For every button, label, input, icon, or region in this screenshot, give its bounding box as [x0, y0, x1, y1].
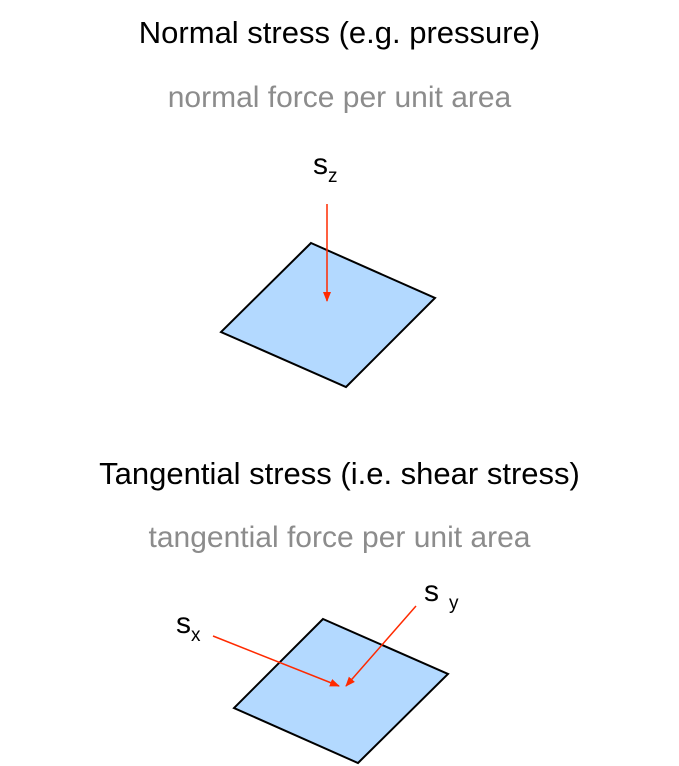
- normal-stress-title: Normal stress (e.g. pressure): [138, 15, 541, 50]
- shear-force-y-subscript: y: [449, 593, 459, 614]
- normal-stress-plane: [219, 241, 437, 389]
- shear-force-x-subscript: x: [191, 625, 201, 646]
- shear-force-x-arrow: [212, 635, 340, 687]
- shear-force-x-label: sx: [176, 607, 201, 647]
- normal-stress-subtitle: normal force per unit area: [167, 81, 512, 114]
- shear-force-x-symbol: s: [176, 607, 191, 640]
- normal-force-subscript: z: [328, 166, 338, 187]
- shear-force-y-symbol: s: [424, 575, 439, 608]
- tangential-stress-subtitle: tangential force per unit area: [148, 521, 531, 554]
- tangential-stress-title: Tangential stress (i.e. shear stress): [99, 456, 580, 491]
- shear-force-y-arrow: [345, 605, 417, 687]
- normal-force-label: sz: [313, 148, 338, 188]
- normal-force-symbol: s: [313, 148, 328, 181]
- shear-stress-plane: [232, 617, 450, 765]
